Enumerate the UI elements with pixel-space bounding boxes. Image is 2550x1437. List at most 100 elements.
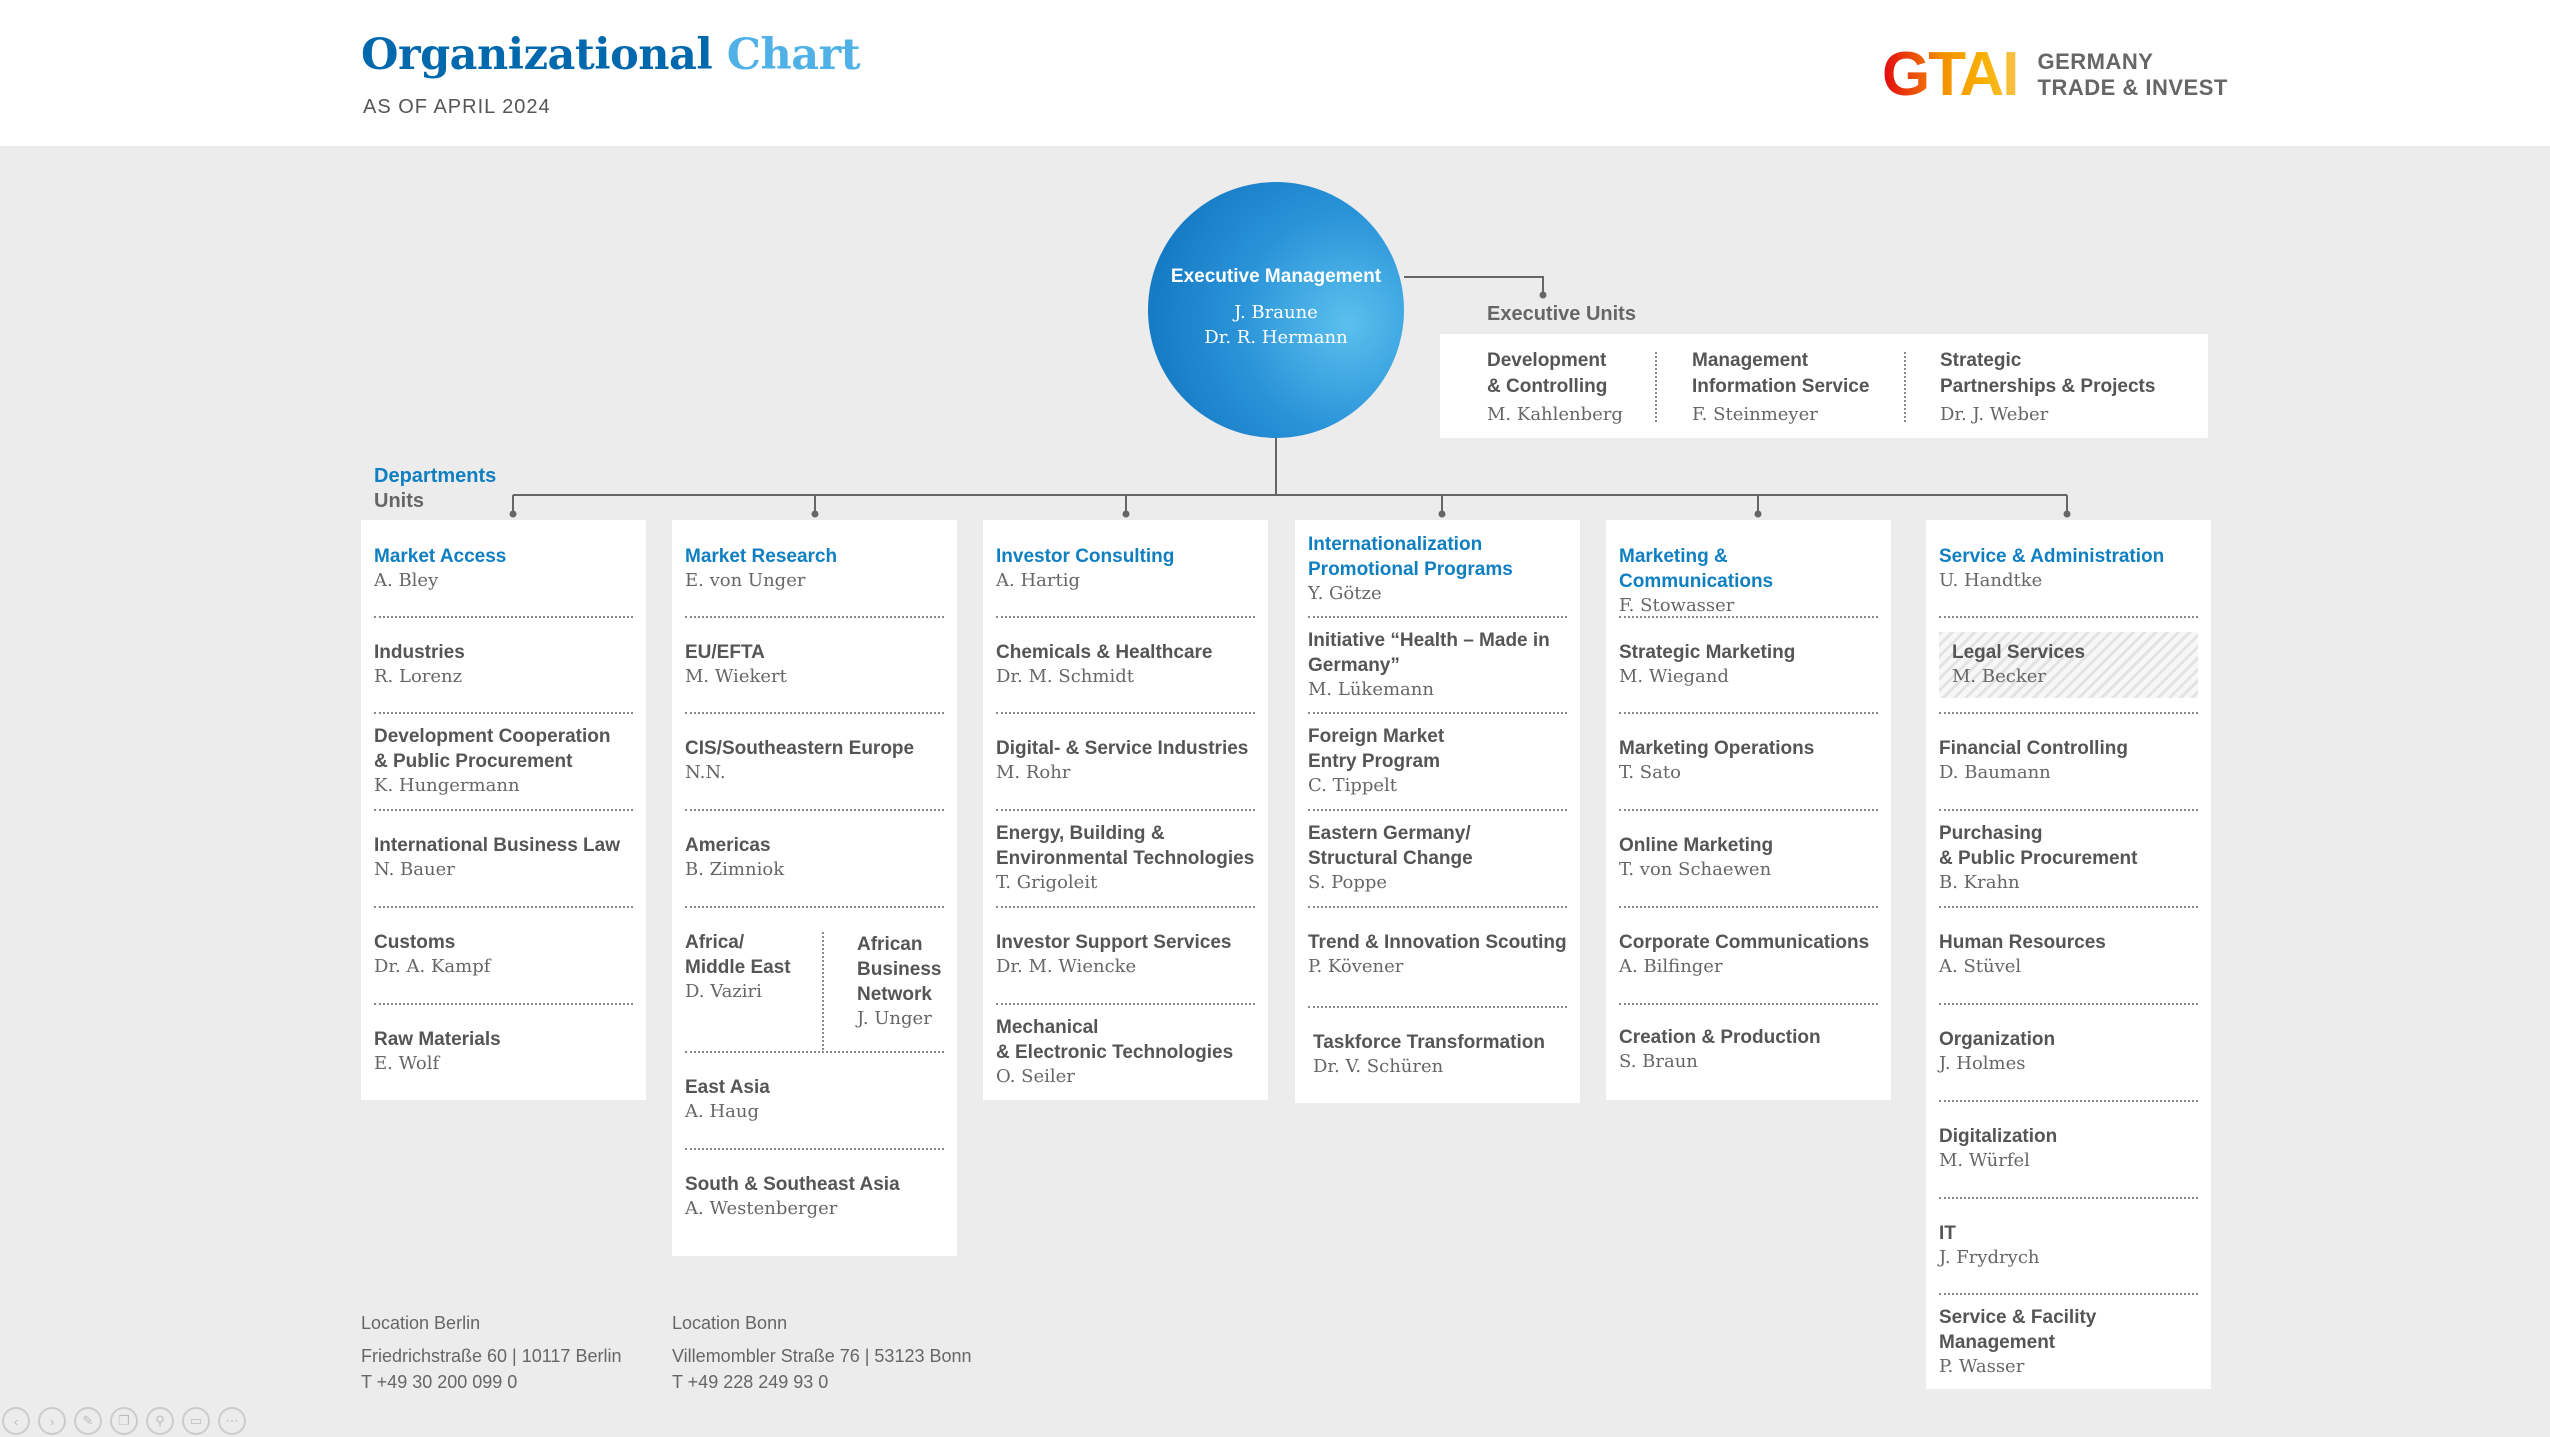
unit-separator [1619,1003,1878,1005]
unit-title: Strategic [1940,350,2022,371]
connector-dot [2063,510,2071,518]
department-column-market-access: Market Access A. Bley Industries R. Lore… [361,520,646,1100]
unit-cell: Energy, Building & Environmental Technol… [996,821,1255,895]
department-column-internationalization: Internationalization Promotional Program… [1295,520,1580,1103]
unit-cell: Organization J. Holmes [1939,1027,2198,1076]
unit-cell: Legal Services M. Becker [1952,640,2198,689]
department-head: A. Bley [374,570,439,591]
department-column-marketing-communications: Marketing & Communications F. Stowasser … [1606,520,1891,1100]
camera-icon[interactable]: ▭ [182,1407,210,1435]
location-title: Location Bonn [672,1313,788,1333]
unit-head: N. Bauer [374,859,455,880]
unit-title: Energy, Building & [996,823,1165,844]
location-title: Location Berlin [361,1313,481,1333]
unit-separator [1939,1003,2198,1005]
unit-title: Americas [685,835,771,856]
unit-separator [374,809,633,811]
unit-separator [1939,906,2198,908]
unit-title: Taskforce Transformation [1313,1032,1545,1053]
department-title: Internationalization [1308,534,1483,555]
department-head: E. von Unger [685,570,806,591]
connector-dot [1438,510,1446,518]
unit-title: Environmental Technologies [996,848,1255,869]
department-head: Y. Götze [1308,583,1382,604]
unit-head: M. Lükemann [1308,679,1434,700]
unit-separator [1619,712,1878,714]
unit-separator [1308,809,1567,811]
location-phone: T +49 228 249 93 0 [672,1372,829,1392]
unit-head: Dr. M. Wiencke [996,956,1137,977]
unit-cell: Initiative “Health – Made in Germany” M.… [1308,628,1567,702]
unit-separator [1939,616,2198,618]
unit-title: Entry Program [1308,751,1440,772]
unit-head: T. von Schaewen [1619,859,1772,880]
unit-separator [374,712,633,714]
zoom-icon[interactable]: ⚲ [146,1407,174,1435]
unit-separator [996,906,1255,908]
unit-divider [1655,352,1657,422]
unit-cell: Human Resources A. Stüvel [1939,930,2198,979]
connector-dot [1754,510,1762,518]
unit-divider [822,932,824,1050]
unit-head: N.N. [685,762,726,783]
slides-icon[interactable]: ❐ [110,1407,138,1435]
unit-title: & Public Procurement [374,751,573,772]
unit-title: Financial Controlling [1939,738,2128,759]
unit-separator [996,809,1255,811]
unit-cell: Corporate Communications A. Bilfinger [1619,930,1878,979]
unit-separator [1308,616,1567,618]
next-icon[interactable]: › [38,1407,66,1435]
unit-head: A. Bilfinger [1619,956,1723,977]
pen-icon[interactable]: ✎ [74,1407,102,1435]
unit-title: Germany” [1308,655,1400,676]
unit-cell: Online Marketing T. von Schaewen [1619,833,1878,882]
header: Organizational Chart AS OF APRIL 2024 GT… [0,0,2550,146]
unit-head: S. Braun [1619,1051,1698,1072]
unit-title: Raw Materials [374,1029,501,1050]
unit-title: & Controlling [1487,376,1608,397]
unit-head: M. Wiekert [685,666,787,687]
unit-title: Digitalization [1939,1126,2058,1147]
unit-cell: Digitalization M. Würfel [1939,1124,2198,1173]
unit-separator [996,1003,1255,1005]
unit-separator [1939,1293,2198,1295]
location-bonn: Location Bonn Villemombler Straße 76 | 5… [672,1310,972,1395]
unit-separator [1308,712,1567,714]
unit-separator [996,712,1255,714]
unit-head: P. Wasser [1939,1356,2025,1377]
unit-title: Online Marketing [1619,835,1774,856]
unit-separator [685,1051,944,1053]
unit-head: E. Wolf [374,1053,440,1074]
unit-head: J. Frydrych [1939,1247,2040,1268]
department-title: Investor Consulting [996,546,1175,567]
executive-unit: Management Information Service F. Steinm… [1692,348,1869,425]
unit-title: Customs [374,932,456,953]
unit-title: Digital- & Service Industries [996,738,1249,759]
unit-title: International Business Law [374,835,620,856]
department-title: Market Research [685,546,838,567]
executive-units-box: Development & Controlling M. Kahlenberg … [1440,334,2208,438]
unit-title: Purchasing [1939,823,2043,844]
unit-title: Development Cooperation [374,726,611,747]
unit-title: Structural Change [1308,848,1473,869]
logo-mark: GTAI [1882,40,2019,109]
more-icon[interactable]: ⋯ [218,1407,246,1435]
unit-head: B. Krahn [1939,872,2020,893]
unit-head: Dr. J. Weber [1940,404,2049,425]
unit-separator [996,616,1255,618]
unit-cell: Africa/ Middle East D. Vaziri [685,930,825,1004]
unit-cell: Service & Facility Management P. Wasser [1939,1305,2198,1379]
unit-cell: South & Southeast Asia A. Westenberger [685,1172,944,1221]
unit-title: IT [1939,1223,1956,1244]
unit-head: Dr. M. Schmidt [996,666,1134,687]
unit-title: Middle East [685,957,791,978]
unit-title: Corporate Communications [1619,932,1870,953]
previous-icon[interactable]: ‹ [2,1407,30,1435]
unit-head: M. Wiegand [1619,666,1729,687]
unit-head: O. Seiler [996,1066,1075,1087]
unit-head: J. Unger [857,1008,932,1029]
viewer-toolbar: ‹ › ✎ ❐ ⚲ ▭ ⋯ [2,1407,246,1435]
unit-title: Industries [374,642,465,663]
unit-title: Initiative “Health – Made in [1308,630,1550,651]
